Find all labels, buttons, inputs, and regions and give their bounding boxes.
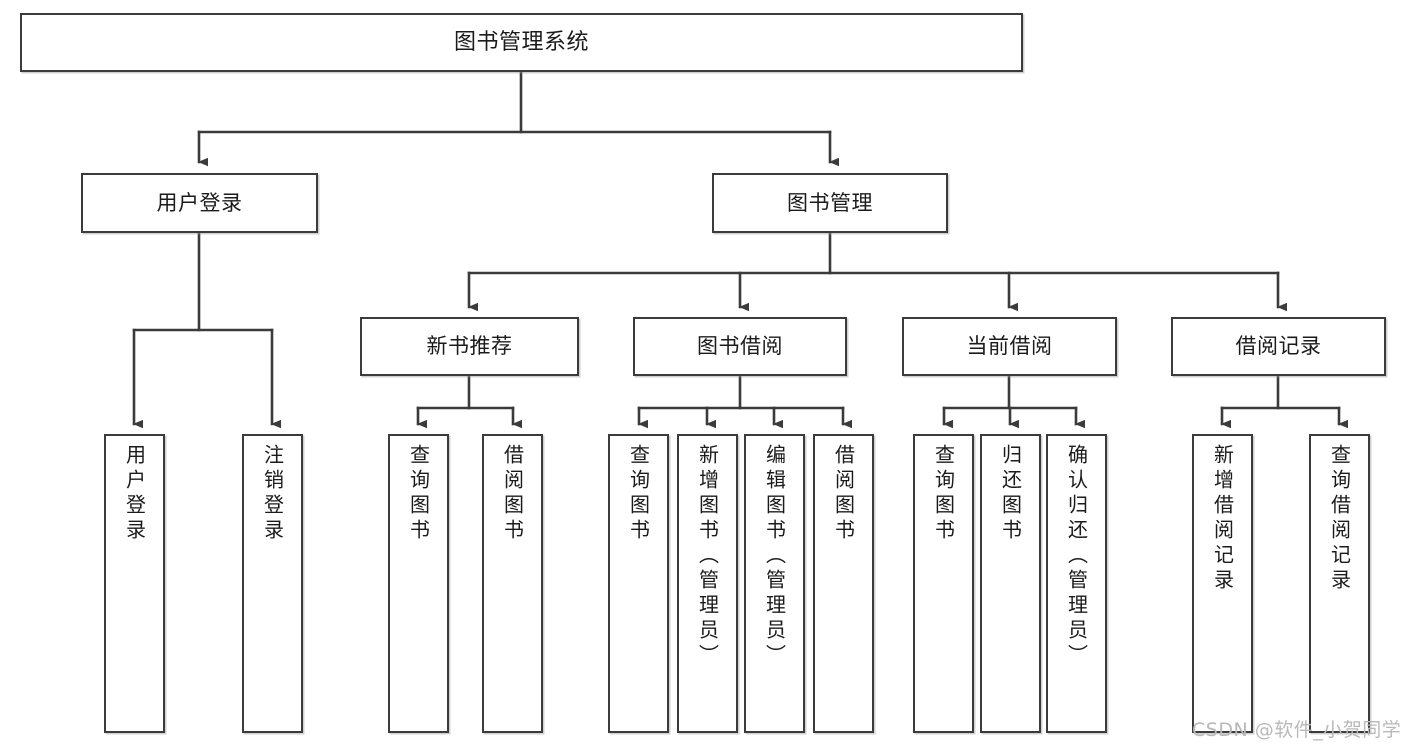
node-leaf-add-record[interactable]: 新增借阅记录 <box>1192 434 1253 733</box>
node-leaf-return-book-label: 归还图书 <box>998 444 1023 544</box>
csdn-watermark: CSDN @软件_小贺同学 <box>1192 719 1402 741</box>
node-root-label: 图书管理系统 <box>453 29 589 55</box>
node-leaf-confirm-return-label: 确认归还（管理员） <box>1064 444 1089 669</box>
node-leaf-query-book-1[interactable]: 查询图书 <box>388 434 449 733</box>
node-leaf-edit-book-label: 编辑图书（管理员） <box>762 444 787 669</box>
node-leaf-add-record-label: 新增借阅记录 <box>1210 444 1235 594</box>
node-leaf-query-book-2-label: 查询图书 <box>626 444 651 544</box>
node-leaf-query-book-3-label: 查询图书 <box>931 444 956 544</box>
node-book-manage[interactable]: 图书管理 <box>712 173 948 233</box>
node-leaf-add-book-label: 新增图书（管理员） <box>695 444 720 669</box>
node-leaf-query-book-1-label: 查询图书 <box>406 444 431 544</box>
node-leaf-query-book-2[interactable]: 查询图书 <box>608 434 669 733</box>
node-leaf-borrow-book-2[interactable]: 借阅图书 <box>813 434 874 733</box>
node-book-borrow[interactable]: 图书借阅 <box>633 317 847 376</box>
node-book-borrow-label: 图书借阅 <box>697 334 783 359</box>
node-current-borrow-label: 当前借阅 <box>966 334 1053 359</box>
node-leaf-user-login-label: 用户登录 <box>122 444 147 544</box>
node-leaf-borrow-book-2-label: 借阅图书 <box>831 444 856 544</box>
node-leaf-borrow-book-1-label: 借阅图书 <box>500 444 525 544</box>
node-leaf-edit-book[interactable]: 编辑图书（管理员） <box>744 434 805 733</box>
node-leaf-confirm-return[interactable]: 确认归还（管理员） <box>1046 434 1107 733</box>
node-book-manage-label: 图书管理 <box>787 190 873 215</box>
node-leaf-logout[interactable]: 注销登录 <box>242 434 303 733</box>
node-leaf-user-login[interactable]: 用户登录 <box>104 434 165 733</box>
node-leaf-query-record-label: 查询借阅记录 <box>1327 444 1352 594</box>
node-leaf-add-book[interactable]: 新增图书（管理员） <box>677 434 738 733</box>
node-new-book-recommend[interactable]: 新书推荐 <box>360 317 579 376</box>
node-root[interactable]: 图书管理系统 <box>20 13 1023 72</box>
node-leaf-query-record[interactable]: 查询借阅记录 <box>1309 434 1370 733</box>
node-user-login[interactable]: 用户登录 <box>81 173 318 233</box>
node-leaf-borrow-book-1[interactable]: 借阅图书 <box>482 434 543 733</box>
node-borrow-record-label: 借阅记录 <box>1235 334 1322 359</box>
node-borrow-record[interactable]: 借阅记录 <box>1171 317 1386 376</box>
node-leaf-query-book-3[interactable]: 查询图书 <box>913 434 974 733</box>
node-current-borrow[interactable]: 当前借阅 <box>902 317 1117 376</box>
node-user-login-label: 用户登录 <box>156 190 243 215</box>
node-leaf-logout-label: 注销登录 <box>260 444 285 544</box>
node-leaf-return-book[interactable]: 归还图书 <box>980 434 1041 733</box>
node-new-book-recommend-label: 新书推荐 <box>426 334 513 359</box>
